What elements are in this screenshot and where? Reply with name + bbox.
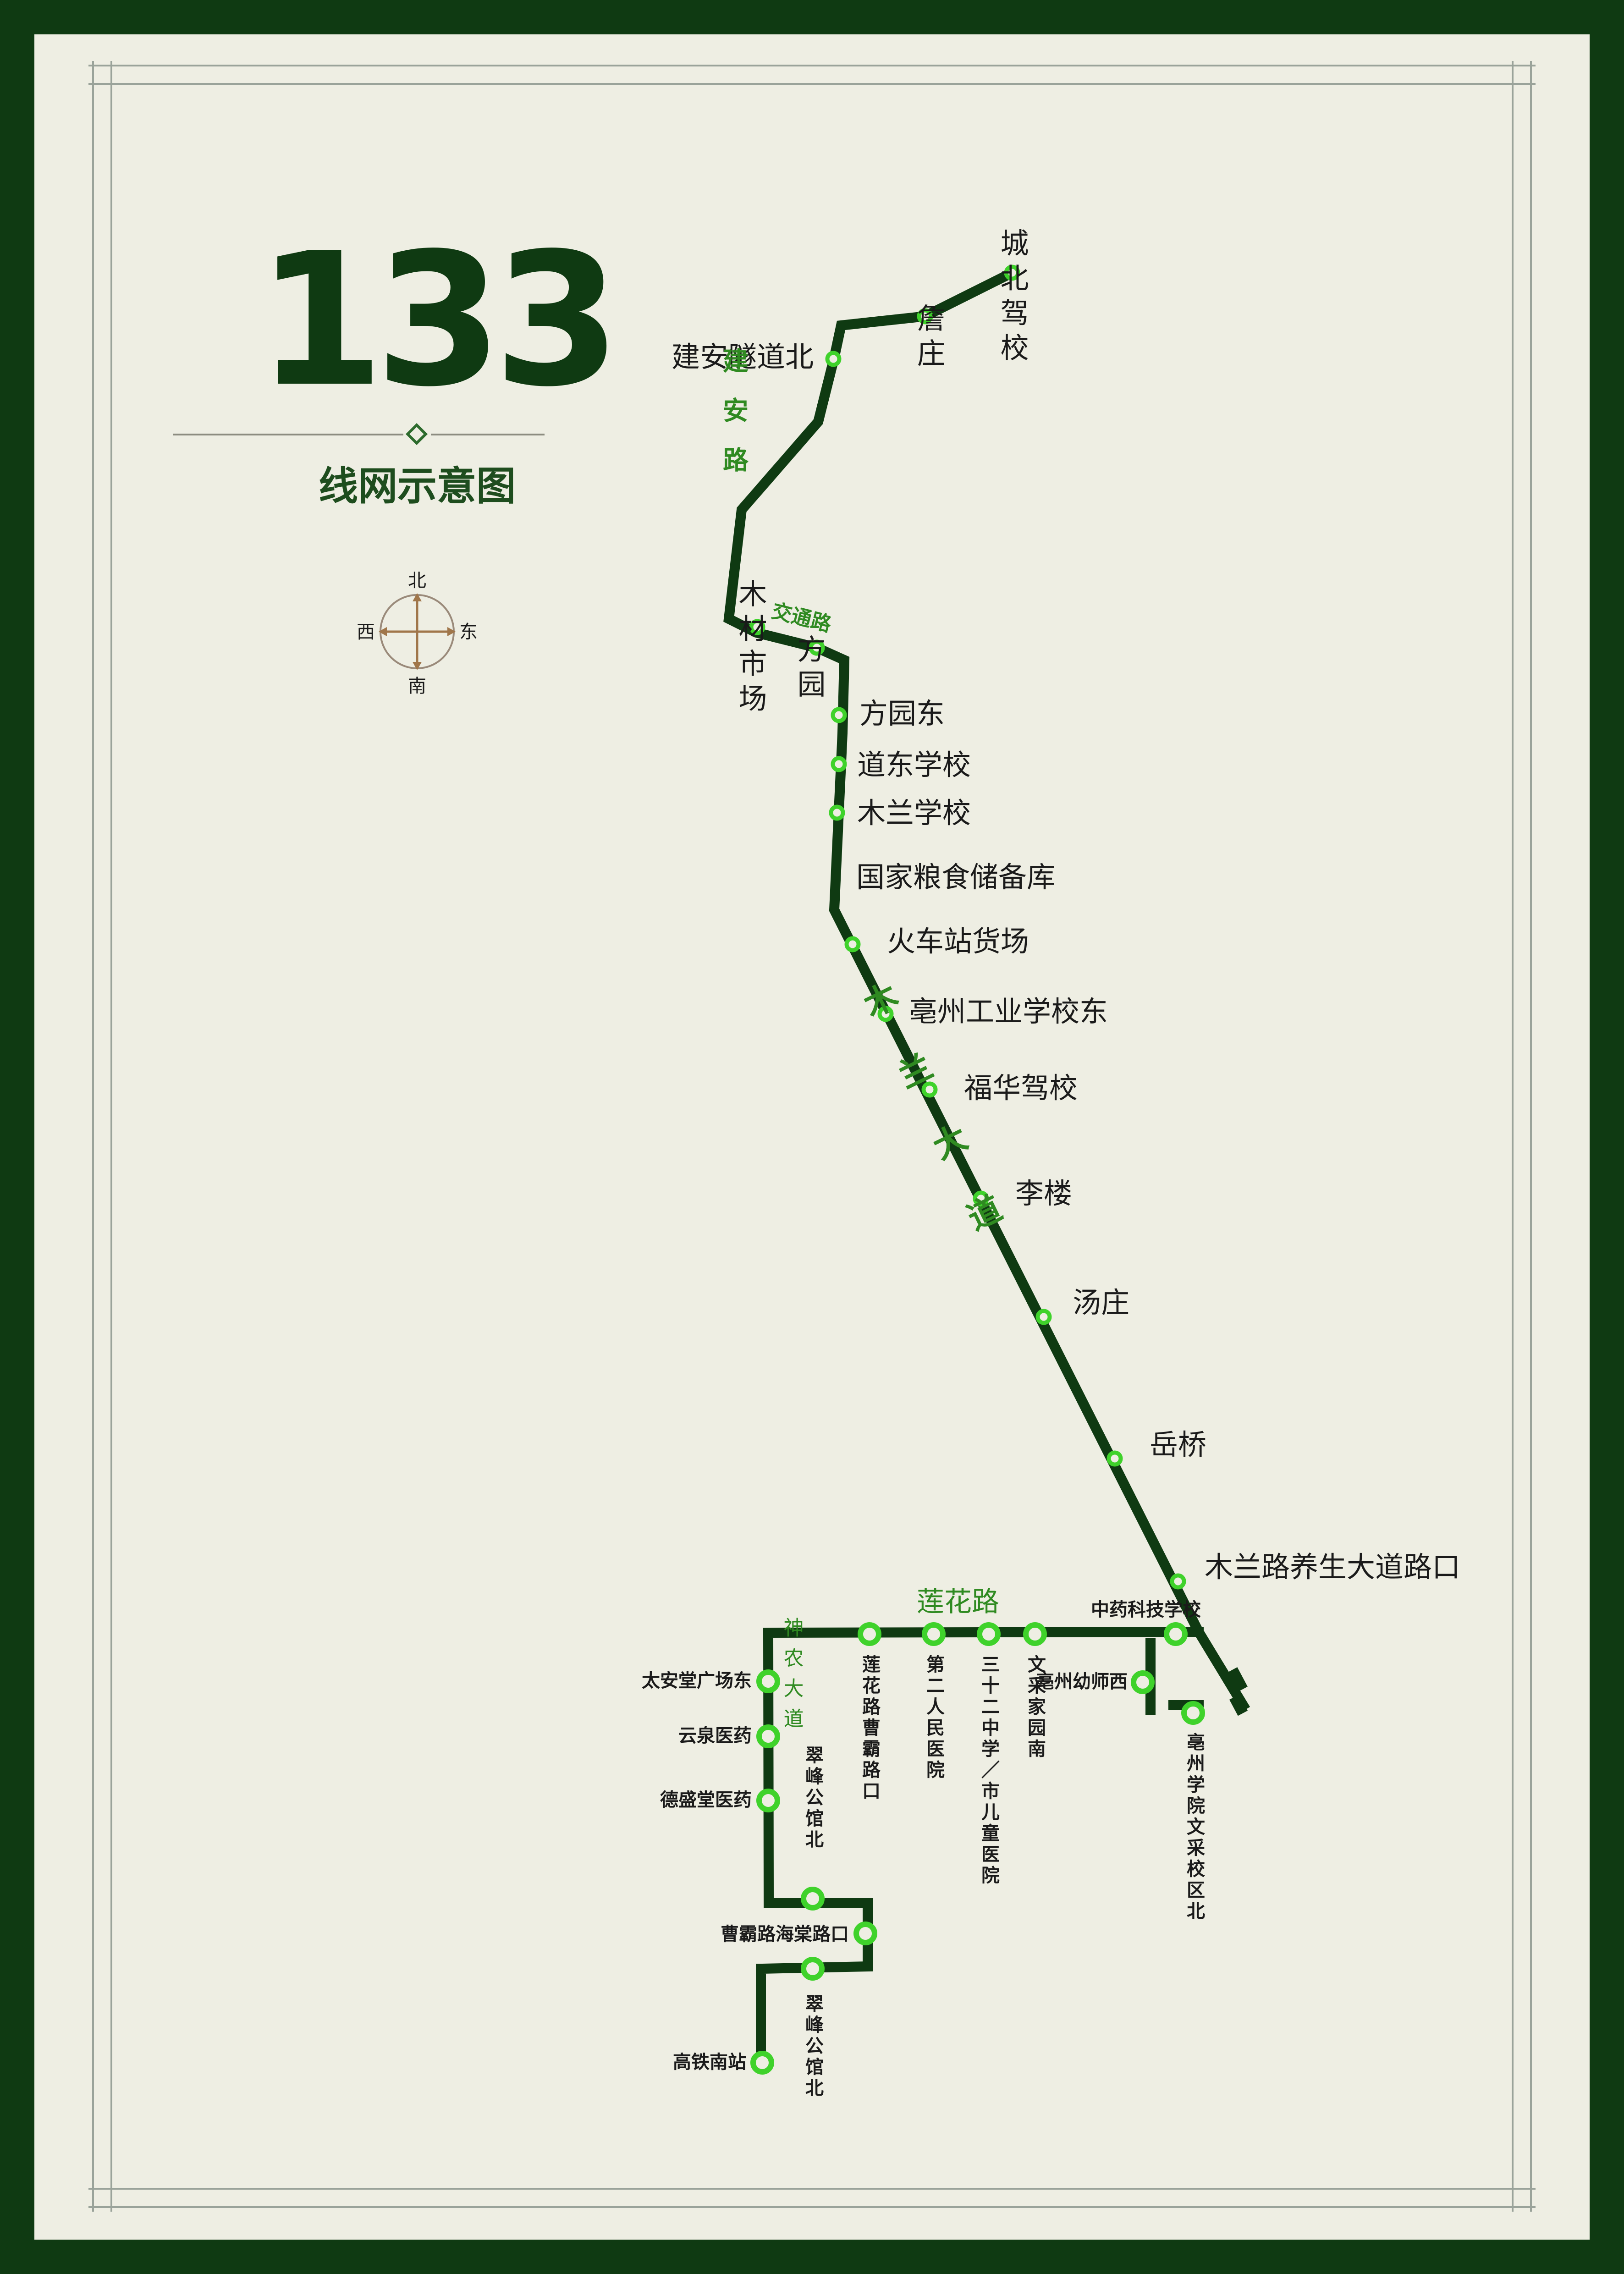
station-dot[interactable] [1170, 1573, 1186, 1590]
station-label[interactable]: 方园东 [859, 697, 945, 730]
compass-east-arrow-icon [447, 627, 456, 636]
compass-east-label: 东 [459, 622, 478, 643]
station-label[interactable]: 亳州幼师西 [1036, 1671, 1128, 1692]
station-label[interactable]: 城北驾校 [996, 228, 1029, 368]
station-dot[interactable] [831, 707, 847, 723]
title-divider [173, 423, 545, 446]
station-dot[interactable] [756, 1789, 780, 1812]
road-label-shennong: 神农大道 [780, 1617, 804, 1738]
road-label-lianhua: 莲花路 [917, 1586, 999, 1618]
station-dot[interactable] [1164, 1622, 1188, 1646]
station-dot[interactable] [921, 1081, 938, 1098]
station-dot[interactable] [1181, 1701, 1205, 1725]
upper-station-labels: 建安隧道北 方园东 道东学校 木兰学校 国家粮食储备库 火车站货场 亳州工业学校… [672, 340, 1460, 1584]
station-dot[interactable] [831, 756, 847, 772]
map-subtitle: 线网示意图 [319, 463, 516, 509]
station-label[interactable]: 翠峰公馆北 [802, 1994, 824, 2099]
station-label[interactable]: 岳桥 [1150, 1428, 1206, 1461]
station-label[interactable]: 国家粮食储备库 [856, 860, 1055, 894]
station-label[interactable]: 木兰路养生大道路口 [1205, 1550, 1460, 1584]
road-labels-vertical: 建安路 [719, 347, 749, 496]
compass-west-label: 西 [357, 622, 375, 643]
road-label-jianan: 建安路 [719, 347, 749, 496]
station-dot[interactable] [1023, 1622, 1047, 1646]
lower-vertical-labels: 亳州学院文采校区北 文采家园南 三十二中学／市儿童医院 第二人民医院 莲花路曹霸… [802, 1655, 1205, 2099]
compass-north-arrow-icon [413, 593, 422, 601]
road-label-shennong-group: 神农大道 [780, 1617, 804, 1738]
station-dot[interactable] [756, 1669, 780, 1693]
station-label[interactable]: 道东学校 [857, 748, 971, 782]
station-dot[interactable] [853, 1922, 877, 1945]
station-label[interactable]: 莲花路曹霸路口 [859, 1655, 881, 1802]
station-dot[interactable] [1004, 264, 1020, 281]
compass: 北 南 西 东 [357, 570, 478, 697]
station-dot[interactable] [877, 1006, 894, 1022]
compass-south-label: 南 [408, 676, 426, 697]
station-label[interactable]: 汤庄 [1073, 1286, 1129, 1319]
station-label[interactable]: 云泉医药 [678, 1725, 752, 1746]
station-dot[interactable] [922, 1622, 946, 1646]
compass-west-arrow-icon [379, 627, 387, 636]
station-label[interactable]: 太安堂广场东 [642, 1670, 752, 1691]
station-label[interactable]: 亳州工业学校东 [909, 995, 1108, 1028]
station-dot[interactable] [1107, 1450, 1123, 1467]
station-dot[interactable] [750, 2051, 774, 2075]
station-label[interactable]: 李楼 [1015, 1177, 1072, 1210]
station-dots-large [750, 1622, 1205, 2075]
station-dot[interactable] [825, 351, 842, 367]
upper-vertical-labels: 城北驾校 詹庄 木材市场 方园 [734, 228, 1029, 718]
station-label[interactable]: 第二人民医院 [923, 1655, 945, 1781]
station-label[interactable]: 高铁南站 [673, 2052, 746, 2073]
station-label[interactable]: 翠峰公馆北 [802, 1745, 824, 1851]
station-label[interactable]: 方园 [793, 634, 826, 704]
station-dot[interactable] [756, 1724, 780, 1748]
station-label[interactable]: 福华驾校 [964, 1071, 1078, 1105]
station-label[interactable]: 詹庄 [912, 303, 946, 373]
station-label[interactable]: 木兰学校 [857, 796, 971, 830]
compass-south-arrow-icon [413, 662, 422, 670]
station-label[interactable]: 火车站货场 [887, 925, 1029, 958]
station-dot[interactable] [917, 308, 933, 325]
station-dot[interactable] [1131, 1670, 1155, 1694]
station-dot[interactable] [749, 619, 765, 635]
route-dash-marks [1228, 1667, 1248, 1716]
station-dots [749, 264, 1186, 1590]
station-label[interactable]: 文采家园南 [1024, 1655, 1046, 1760]
lower-station-labels: 中药科技学校 亳州幼师西 太安堂广场东 云泉医药 德盛堂医药 曹霸路海棠路口 高… [642, 1599, 1201, 2073]
station-label[interactable]: 中药科技学校 [1091, 1599, 1201, 1620]
station-dot[interactable] [801, 1887, 825, 1911]
station-dot[interactable] [1035, 1309, 1052, 1325]
compass-north-label: 北 [408, 570, 426, 591]
station-dot[interactable] [829, 804, 845, 821]
station-dot[interactable] [801, 1957, 825, 1981]
station-dot[interactable] [844, 936, 861, 953]
station-label[interactable]: 亳州学院文采校区北 [1184, 1733, 1205, 1922]
station-dot[interactable] [977, 1622, 1001, 1646]
route-number: 133 [257, 214, 621, 427]
station-label[interactable]: 三十二中学／市儿童医院 [978, 1655, 1000, 1887]
station-label[interactable]: 建安隧道北 [672, 340, 814, 374]
station-label[interactable]: 曹霸路海棠路口 [721, 1924, 849, 1945]
decorative-frame [88, 61, 1536, 2212]
station-label[interactable]: 德盛堂医药 [660, 1789, 752, 1811]
station-dot[interactable] [973, 1190, 989, 1207]
station-dot[interactable] [809, 639, 825, 656]
poster-background [34, 34, 1590, 2240]
station-label[interactable]: 木材市场 [734, 579, 767, 718]
station-dot[interactable] [858, 1622, 881, 1646]
road-label-jiaotong: 交通路 [769, 599, 834, 637]
